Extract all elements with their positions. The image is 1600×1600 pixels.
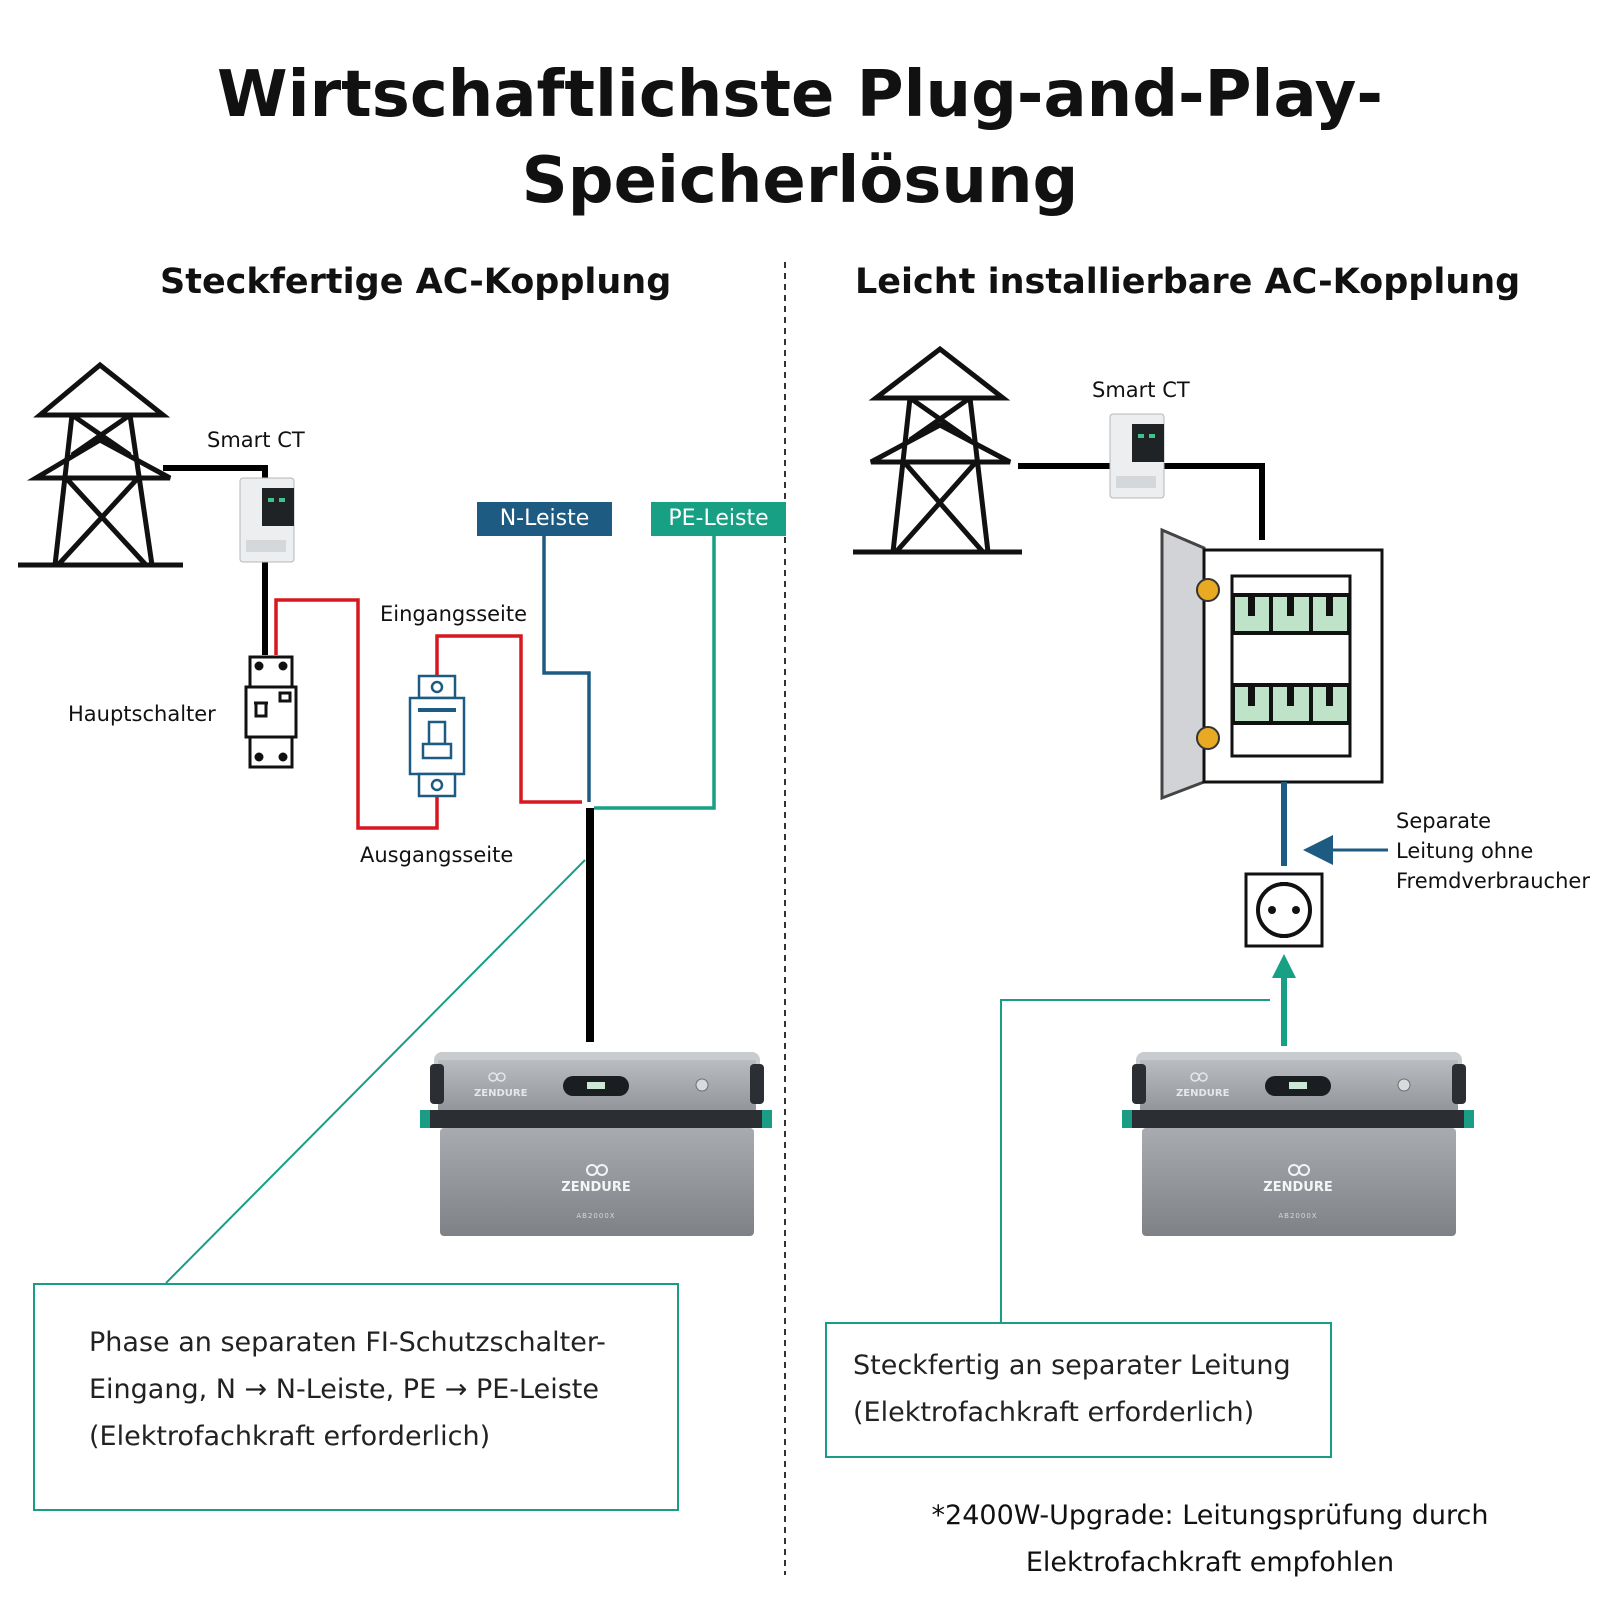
power-tower-icon [18, 361, 183, 568]
left-note-line-3: (Elektrofachkraft erforderlich) [89, 1421, 491, 1452]
power-tower-icon [853, 345, 1022, 555]
battery-brand: ZENDURE [1263, 1180, 1333, 1195]
footnote: *2400W-Upgrade: Leitungsprüfung durch El… [880, 1492, 1540, 1586]
right-note-line-1: Steckfertig an separater Leitung [853, 1350, 1291, 1381]
battery-model: AB2000X [1278, 1212, 1318, 1220]
right-note-box: Steckfertig an separater Leitung (Elektr… [825, 1322, 1332, 1458]
separate-line-label-3: Fremdverbraucher [1396, 869, 1590, 893]
main-switch-icon [244, 655, 298, 769]
separate-line-label-2: Leitung ohne [1396, 839, 1534, 863]
footnote-line-1: *2400W-Upgrade: Leitungsprüfung durch [931, 1500, 1489, 1531]
smart-ct-meter-icon [239, 477, 295, 563]
smart-ct-label: Smart CT [1092, 378, 1190, 402]
battery-top-brand: ZENDURE [1176, 1088, 1230, 1099]
separate-line-label-1: Separate [1396, 809, 1492, 833]
battery-storage-icon [420, 1052, 772, 1236]
smart-ct-meter-icon [1109, 413, 1165, 499]
n-bar-tag: N-Leiste [477, 502, 612, 536]
left-note-line-2: Eingang, N → N-Leiste, PE → PE-Leiste [89, 1374, 599, 1405]
page-title-line-2: Speicherlösung [521, 144, 1079, 218]
distribution-board-icon [1160, 527, 1384, 801]
main-switch-label: Hauptschalter [68, 702, 216, 726]
left-note-line-1: Phase an separaten FI-Schutzschalter- [89, 1327, 606, 1358]
input-side-label: Eingangsseite [380, 602, 528, 626]
footnote-line-2: Elektrofachkraft empfohlen [1025, 1547, 1395, 1578]
battery-model: AB2000X [576, 1212, 616, 1220]
page-title-line-1: Wirtschaftlichste Plug-and-Play- [217, 58, 1383, 132]
smart-ct-label: Smart CT [207, 428, 305, 452]
right-section-heading: Leicht installierbare AC-Kopplung [855, 262, 1521, 302]
left-note-box: Phase an separaten FI-Schutzschalter- Ei… [33, 1283, 679, 1511]
right-note-line-2: (Elektrofachkraft erforderlich) [853, 1397, 1255, 1428]
schuko-socket-icon [1244, 872, 1324, 948]
battery-storage-icon [1122, 1052, 1474, 1236]
battery-brand: ZENDURE [561, 1180, 631, 1195]
left-section-heading: Steckfertige AC-Kopplung [160, 262, 672, 302]
output-side-label: Ausgangsseite [360, 843, 514, 867]
battery-top-brand: ZENDURE [474, 1088, 528, 1099]
separate-line-label: Separate Leitung ohne Fremdverbraucher [1396, 806, 1590, 896]
rcd-breaker-icon [408, 674, 466, 798]
pe-bar-tag: PE-Leiste [651, 502, 786, 536]
